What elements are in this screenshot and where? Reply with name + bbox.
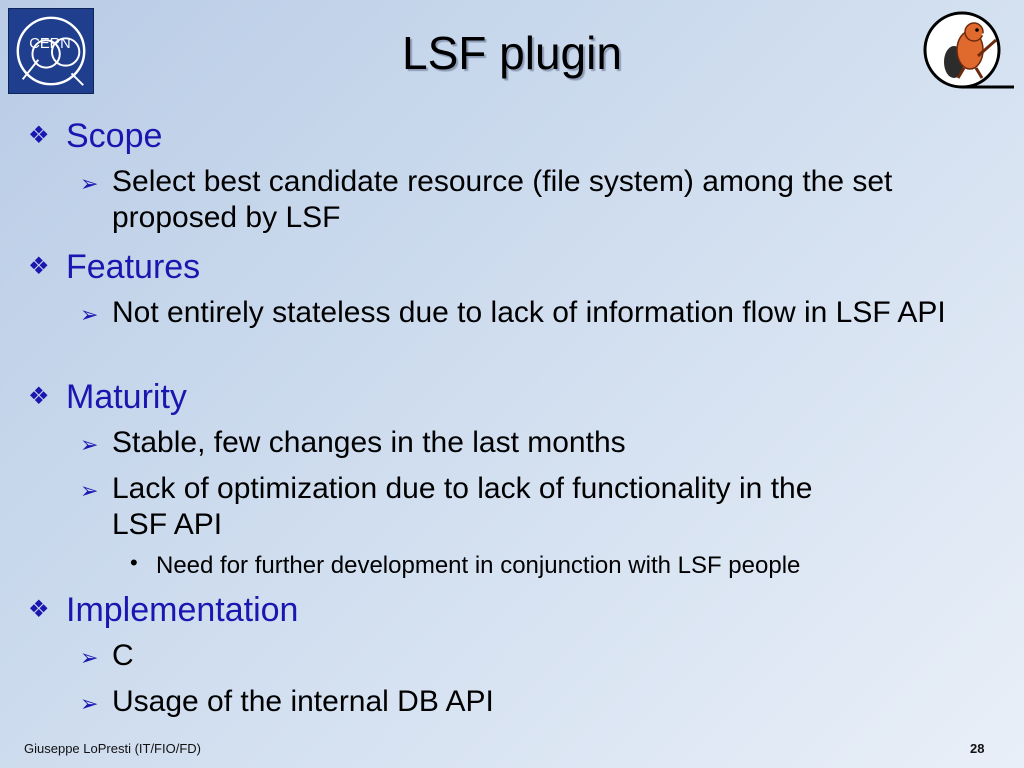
section-heading-maturity: ❖ Maturity [28,378,187,416]
cern-logo-text: CERN [29,36,70,52]
diamond-bullet-icon: ❖ [28,596,50,623]
slide-title: LSF plugin [402,27,622,79]
castor-beaver-logo-icon [918,10,1016,94]
arrow-bullet-icon: ➢ [80,171,99,196]
arrow-bullet-icon: ➢ [80,302,99,327]
page-number: 28 [970,741,985,756]
bullet-item: ➢ C [80,638,952,674]
diamond-bullet-icon: ❖ [28,253,50,280]
bullet-item: ➢ Usage of the internal DB API [80,684,952,720]
arrow-bullet-icon: ➢ [80,478,99,503]
section-heading-features: ❖ Features [28,248,201,286]
diamond-bullet-icon: ❖ [28,122,50,149]
section-heading-implementation: ❖ Implementation [28,591,299,629]
dot-bullet-icon: • [130,550,138,575]
arrow-bullet-icon: ➢ [80,645,99,670]
bullet-item: ➢ Lack of optimization due to lack of fu… [80,472,813,541]
diamond-bullet-icon: ❖ [28,383,50,410]
footer-author: Giuseppe LoPresti (IT/FIO/FD) [24,741,201,756]
bullet-item: ➢ Select best candidate resource (file s… [80,165,893,234]
arrow-bullet-icon: ➢ [80,432,99,457]
arrow-bullet-icon: ➢ [80,691,99,716]
bullet-item: ➢ Stable, few changes in the last months [80,425,952,461]
section-heading-scope: ❖ Scope [28,117,163,155]
bullet-item: ➢ Not entirely stateless due to lack of … [80,295,952,331]
sub-bullet-item: • Need for further development in conjun… [130,550,801,579]
cern-logo-icon: CERN [8,8,94,94]
